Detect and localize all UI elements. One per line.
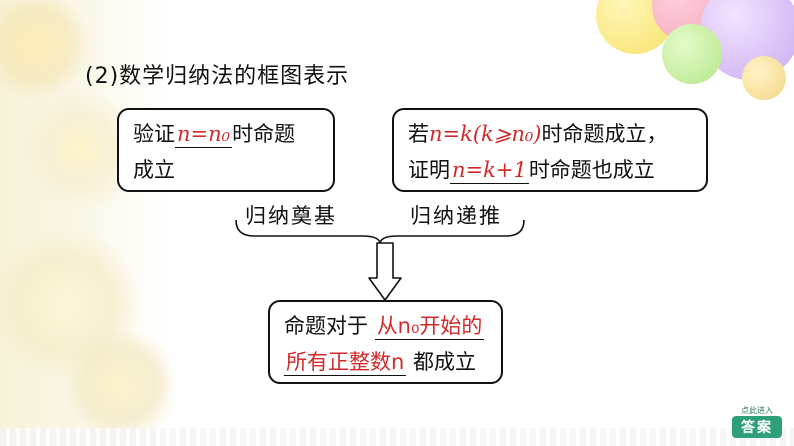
conclusion-prefix: 命题对于 bbox=[284, 314, 368, 338]
inductive-step-line2-suffix: 时命题也成立 bbox=[528, 158, 655, 182]
conclusion-box: 命题对于 从n₀开始的 所有正整数n 都成立 bbox=[268, 300, 503, 384]
answer-button-label[interactable]: 答案 bbox=[732, 416, 782, 438]
inductive-step-line1: 若n=k(k⩾n₀)时命题成立， bbox=[408, 116, 692, 152]
conclusion-blank2: 所有正整数n bbox=[284, 349, 407, 376]
conclusion-suffix: 都成立 bbox=[413, 350, 476, 374]
answer-button-hint: 点此进入 bbox=[741, 406, 773, 415]
base-case-prefix: 验证 bbox=[133, 122, 175, 146]
merge-brace bbox=[235, 219, 525, 244]
base-case-answer: n=n₀ bbox=[177, 122, 231, 146]
inductive-step-line2-prefix: 证明 bbox=[408, 158, 450, 182]
inductive-step-prefix: 若 bbox=[408, 122, 429, 146]
base-case-suffix: 时命题 bbox=[232, 122, 296, 146]
conclusion-blank1: 从n₀开始的 bbox=[374, 313, 485, 340]
balloon-decoration bbox=[742, 56, 786, 100]
label-base: 归纳奠基 bbox=[245, 204, 337, 228]
flower-decoration bbox=[60, 330, 180, 440]
bottom-stripe bbox=[0, 428, 794, 446]
inductive-hypothesis-math: n=k(k⩾n₀) bbox=[429, 122, 542, 146]
conclusion-line2: 所有正整数n 都成立 bbox=[284, 344, 487, 380]
conclusion-line1: 命题对于 从n₀开始的 bbox=[284, 308, 487, 344]
conclusion-answer2: 所有正整数n bbox=[286, 350, 405, 374]
inductive-step-box: 若n=k(k⩾n₀)时命题成立， 证明n=k+1时命题也成立 bbox=[392, 108, 708, 192]
inductive-step-line2: 证明n=k+1时命题也成立 bbox=[408, 152, 692, 188]
down-arrow-icon bbox=[368, 242, 402, 301]
inductive-step-line1-suffix: 时命题成立， bbox=[541, 122, 668, 146]
answer-button[interactable]: 点此进入 答案 bbox=[732, 406, 782, 438]
conclusion-answer1: 从n₀开始的 bbox=[376, 314, 483, 338]
inductive-step-blank: n=k+1 bbox=[450, 157, 529, 184]
label-step: 归纳递推 bbox=[410, 204, 502, 228]
page-title: (2)数学归纳法的框图表示 bbox=[85, 64, 350, 89]
base-case-line1: 验证n=n₀时命题 bbox=[133, 116, 319, 152]
base-case-blank: n=n₀ bbox=[175, 121, 233, 148]
inductive-step-answer: n=k+1 bbox=[452, 158, 527, 182]
base-case-box: 验证n=n₀时命题 成立 bbox=[117, 108, 335, 192]
balloon-decoration bbox=[662, 24, 722, 84]
base-case-line2: 成立 bbox=[133, 158, 175, 182]
